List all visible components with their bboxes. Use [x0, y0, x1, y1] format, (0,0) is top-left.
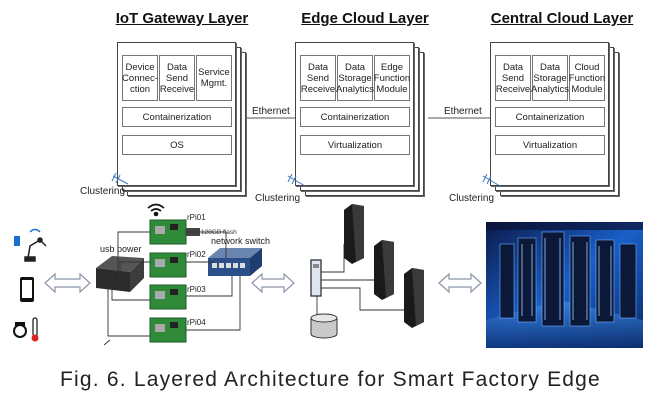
- network-tower-icon: [310, 259, 322, 297]
- flash-label: 128GB flash: [201, 229, 237, 236]
- double-arrow-icon-1: [44, 272, 91, 294]
- edge-cloud-panel: Data Send Receive Data Storage Analytics…: [295, 42, 414, 186]
- module-data-send-receive: Data Send Receive: [300, 55, 336, 101]
- clustering-label-3: Clustering: [449, 193, 495, 204]
- module-device-connection: Device Connec- ction: [122, 55, 158, 101]
- clustering-mark-1: [111, 172, 129, 185]
- figure-caption: Fig. 6. Layered Architecture for Smart F…: [60, 368, 601, 391]
- central-cloud-layer-title: Central Cloud Layer: [490, 10, 634, 27]
- virtualization-box: Virtualization: [300, 135, 410, 155]
- iot-gateway-layer-title: IoT Gateway Layer: [115, 10, 249, 27]
- server-icon-3: [404, 268, 424, 328]
- wifi-icon: [147, 203, 165, 217]
- module-data-storage-analytics: Data Storage Analytics: [531, 55, 569, 101]
- module-data-send-receive: Data Send Receive: [495, 55, 531, 101]
- clustering-label-2: Clustering: [255, 193, 301, 204]
- server-icon-1: [344, 204, 364, 264]
- robot-arm-icon: [14, 228, 47, 262]
- iot-gateway-panel: Device Connec- ction Data Send Receive S…: [117, 42, 236, 186]
- rpi02-label: rPi02: [187, 250, 206, 259]
- edge-cloud-layer-title: Edge Cloud Layer: [301, 10, 429, 27]
- usb-power-label: usb power: [100, 244, 142, 254]
- clustering-mark-2: [287, 173, 306, 187]
- module-data-storage-analytics: Data Storage Analytics: [336, 55, 374, 101]
- database-icon: [310, 313, 338, 339]
- clustering-label-1: Clustering: [80, 186, 126, 197]
- sensor-icon: [13, 317, 39, 342]
- ethernet-label-2: Ethernet: [444, 106, 482, 117]
- rpi04-label: rPi04: [187, 318, 206, 327]
- rpi-board-1: [149, 219, 187, 245]
- virtualization-box: Virtualization: [495, 135, 605, 155]
- double-arrow-icon-2: [251, 272, 295, 294]
- clustering-mark-3: [482, 173, 501, 187]
- containerization-box: Containerization: [495, 107, 605, 127]
- rpi-board-2: [149, 252, 187, 278]
- network-switch-label: network switch: [211, 236, 271, 246]
- smartphone-icon: [20, 277, 34, 302]
- server-icon-2: [374, 240, 394, 300]
- rpi01-label: rPi01: [187, 213, 206, 222]
- ethernet-label-1: Ethernet: [252, 106, 290, 117]
- module-data-send-receive: Data Send Receive: [159, 55, 195, 101]
- rpi-board-4: [149, 317, 187, 343]
- rpi03-label: rPi03: [187, 285, 206, 294]
- rpi-board-3: [149, 284, 187, 310]
- containerization-box: Containerization: [300, 107, 410, 127]
- network-switch: [208, 248, 262, 276]
- os-box: OS: [122, 135, 232, 155]
- module-service-mgmt: Service Mgmt.: [196, 55, 232, 101]
- double-arrow-icon-3: [438, 272, 482, 294]
- module-cloud-function: Cloud Function Module: [569, 55, 605, 101]
- containerization-box: Containerization: [122, 107, 232, 127]
- central-cloud-panel: Data Send Receive Data Storage Analytics…: [490, 42, 609, 186]
- module-edge-function: Edge Function Module: [374, 55, 410, 101]
- cables: [103, 231, 241, 346]
- datacenter-image: [486, 222, 643, 348]
